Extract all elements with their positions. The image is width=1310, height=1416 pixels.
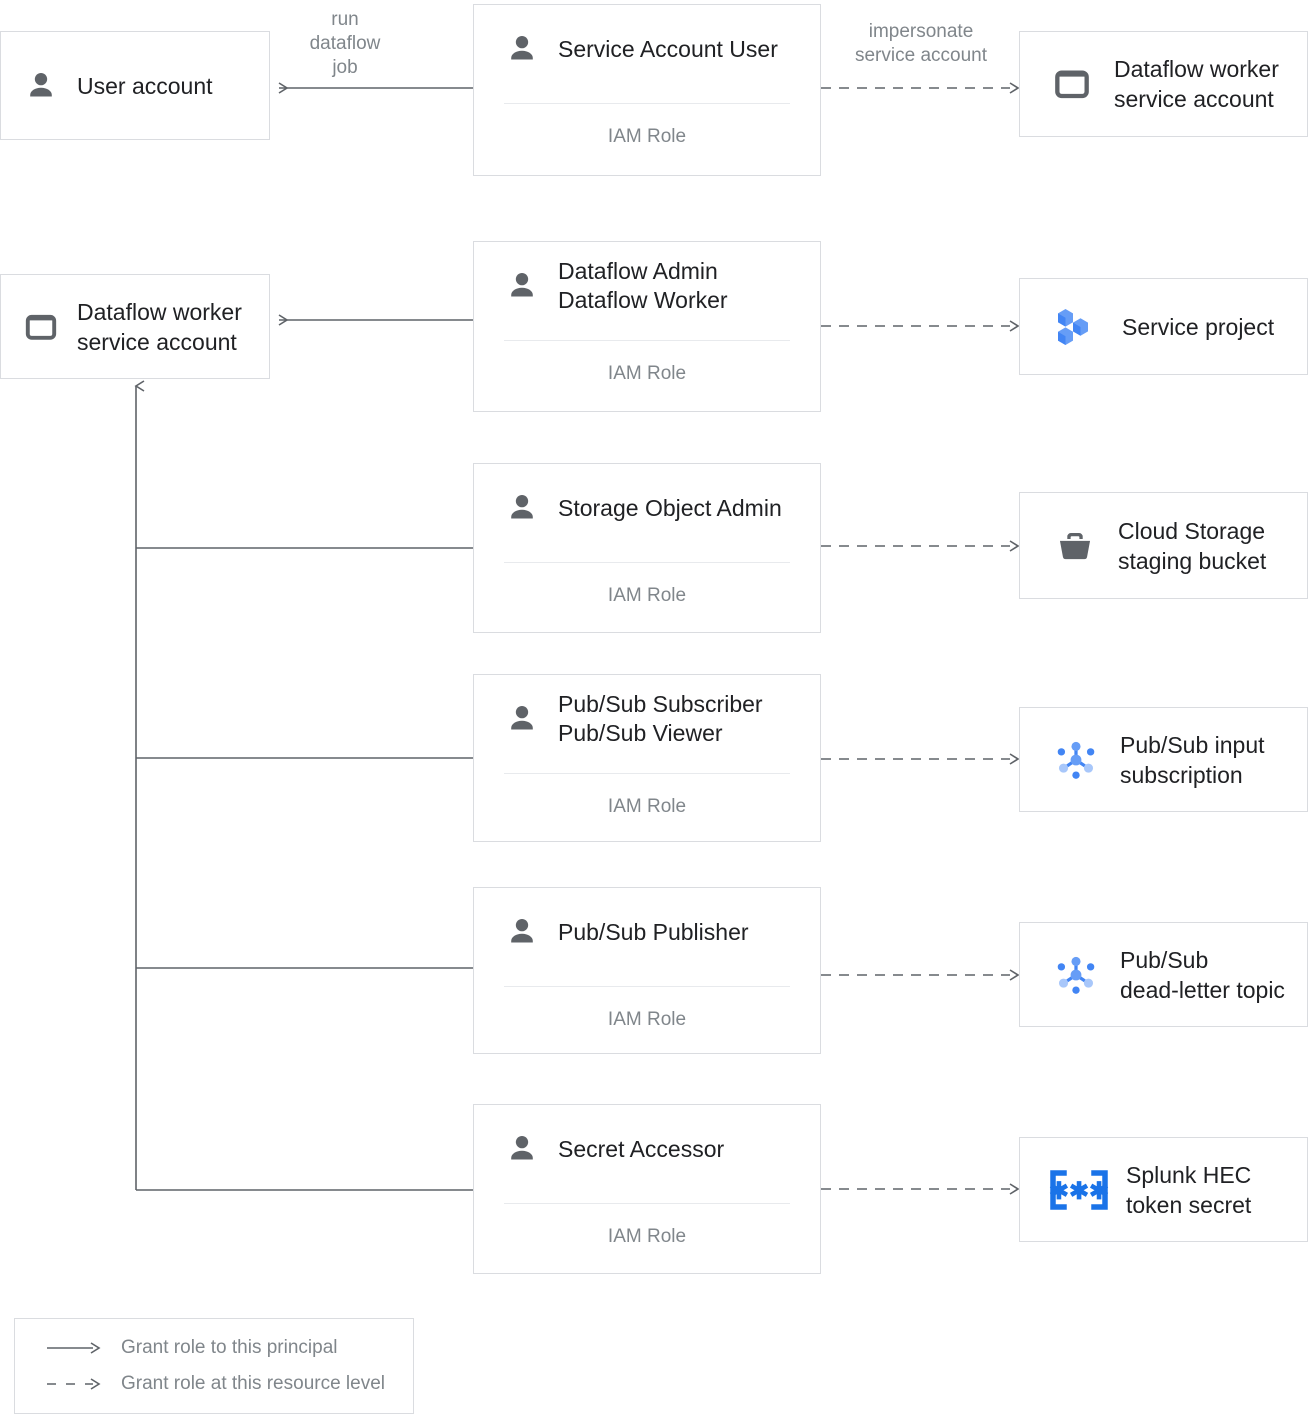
legend-label-dashed: Grant role at this resource level	[121, 1373, 386, 1394]
node-dataflow-worker-service-account-left-label: Dataflow worker service account	[77, 298, 242, 355]
person-icon	[511, 494, 533, 519]
secret-manager-icon: ✱✱✱	[1049, 1169, 1109, 1210]
node-user-account-label: User account	[77, 72, 213, 99]
role-card-title: Pub/Sub Subscriber Pub/Sub Viewer	[558, 691, 763, 746]
legend-row-solid: Grant role to this principal	[45, 1337, 413, 1359]
person-icon	[511, 35, 533, 60]
role-card-divider	[504, 340, 790, 341]
role-card-divider	[504, 562, 790, 563]
role-card-head: Storage Object Admin	[474, 464, 820, 552]
pubsub-icon	[1057, 741, 1095, 779]
node-pubsub-input-subscription[interactable]: Pub/Sub input subscription	[1019, 707, 1308, 812]
legend: Grant role to this principal Grant role …	[14, 1318, 414, 1414]
role-card-subtitle: IAM Role	[607, 796, 687, 817]
role-card-head: Pub/Sub Subscriber Pub/Sub Viewer	[474, 675, 820, 763]
node-pubsub-dead-letter-topic[interactable]: Pub/Sub dead-letter topic	[1019, 922, 1308, 1027]
project-hexagons-icon	[1058, 308, 1088, 345]
role-card-divider	[504, 103, 790, 104]
edge-label-impersonate-service-account: impersonate service account	[854, 21, 987, 66]
person-icon	[511, 272, 533, 297]
node-splunk-hec-token-secret-label: Splunk HEC token secret	[1126, 1161, 1252, 1218]
person-icon	[511, 705, 533, 730]
role-card-head: Dataflow Admin Dataflow Worker	[474, 242, 820, 330]
role-card-dataflow-admin-worker[interactable]: Dataflow Admin Dataflow Worker IAM Role	[473, 241, 821, 412]
cloud-storage-bucket-icon	[1059, 532, 1091, 559]
role-card-service-account-user[interactable]: Service Account User IAM Role	[473, 4, 821, 176]
service-account-icon	[1055, 70, 1089, 99]
node-dataflow-worker-service-account-right-label: Dataflow worker service account	[1114, 56, 1279, 112]
legend-label-solid: Grant role to this principal	[121, 1337, 338, 1358]
pubsub-icon	[1057, 956, 1095, 994]
role-card-divider	[504, 773, 790, 774]
role-card-pubsub-subscriber-viewer[interactable]: Pub/Sub Subscriber Pub/Sub Viewer IAM Ro…	[473, 674, 821, 842]
node-cloud-storage-staging-bucket[interactable]: Cloud Storage staging bucket	[1019, 492, 1308, 599]
node-service-project-label: Service project	[1122, 313, 1275, 340]
node-user-account[interactable]: User account	[0, 31, 270, 140]
role-card-head: Pub/Sub Publisher	[474, 888, 820, 976]
legend-row-dashed: Grant role at this resource level	[45, 1373, 413, 1395]
node-splunk-hec-token-secret[interactable]: ✱✱✱ Splunk HEC token secret	[1019, 1137, 1308, 1242]
node-dataflow-worker-service-account-left[interactable]: Dataflow worker service account	[0, 274, 270, 379]
svg-text:✱✱✱: ✱✱✱	[1049, 1178, 1109, 1205]
role-card-subtitle: IAM Role	[607, 126, 687, 147]
role-card-pubsub-publisher[interactable]: Pub/Sub Publisher IAM Role	[473, 887, 821, 1054]
node-service-project[interactable]: Service project	[1019, 278, 1308, 375]
role-card-storage-object-admin[interactable]: Storage Object Admin IAM Role	[473, 463, 821, 633]
person-icon	[30, 72, 52, 96]
role-card-title: Service Account User	[558, 35, 778, 62]
dashed-arrow-icon	[47, 1378, 101, 1390]
node-dataflow-worker-service-account-right[interactable]: Dataflow worker service account	[1019, 31, 1308, 137]
role-card-title: Secret Accessor	[558, 1135, 725, 1162]
role-card-subtitle: IAM Role	[607, 1009, 687, 1030]
role-card-subtitle: IAM Role	[607, 363, 687, 384]
role-card-head: Secret Accessor	[474, 1105, 820, 1193]
node-cloud-storage-staging-bucket-label: Cloud Storage staging bucket	[1118, 517, 1267, 574]
role-card-secret-accessor[interactable]: Secret Accessor IAM Role	[473, 1104, 821, 1274]
role-card-title: Dataflow Admin Dataflow Worker	[558, 258, 728, 313]
node-pubsub-input-subscription-label: Pub/Sub input subscription	[1120, 731, 1265, 788]
solid-arrow-icon	[47, 1342, 101, 1354]
service-account-icon	[25, 314, 57, 340]
edge-label-run-dataflow-job: run dataflow job	[309, 9, 381, 78]
node-pubsub-dead-letter-topic-label: Pub/Sub dead-letter topic	[1120, 946, 1285, 1003]
role-card-title: Storage Object Admin	[558, 494, 782, 521]
role-card-title: Pub/Sub Publisher	[558, 918, 749, 945]
role-card-subtitle: IAM Role	[607, 585, 687, 606]
role-card-head: Service Account User	[474, 5, 820, 93]
person-icon	[511, 918, 533, 943]
person-icon	[511, 1135, 533, 1160]
role-card-divider	[504, 1203, 790, 1204]
role-card-subtitle: IAM Role	[607, 1226, 687, 1247]
role-card-divider	[504, 986, 790, 987]
